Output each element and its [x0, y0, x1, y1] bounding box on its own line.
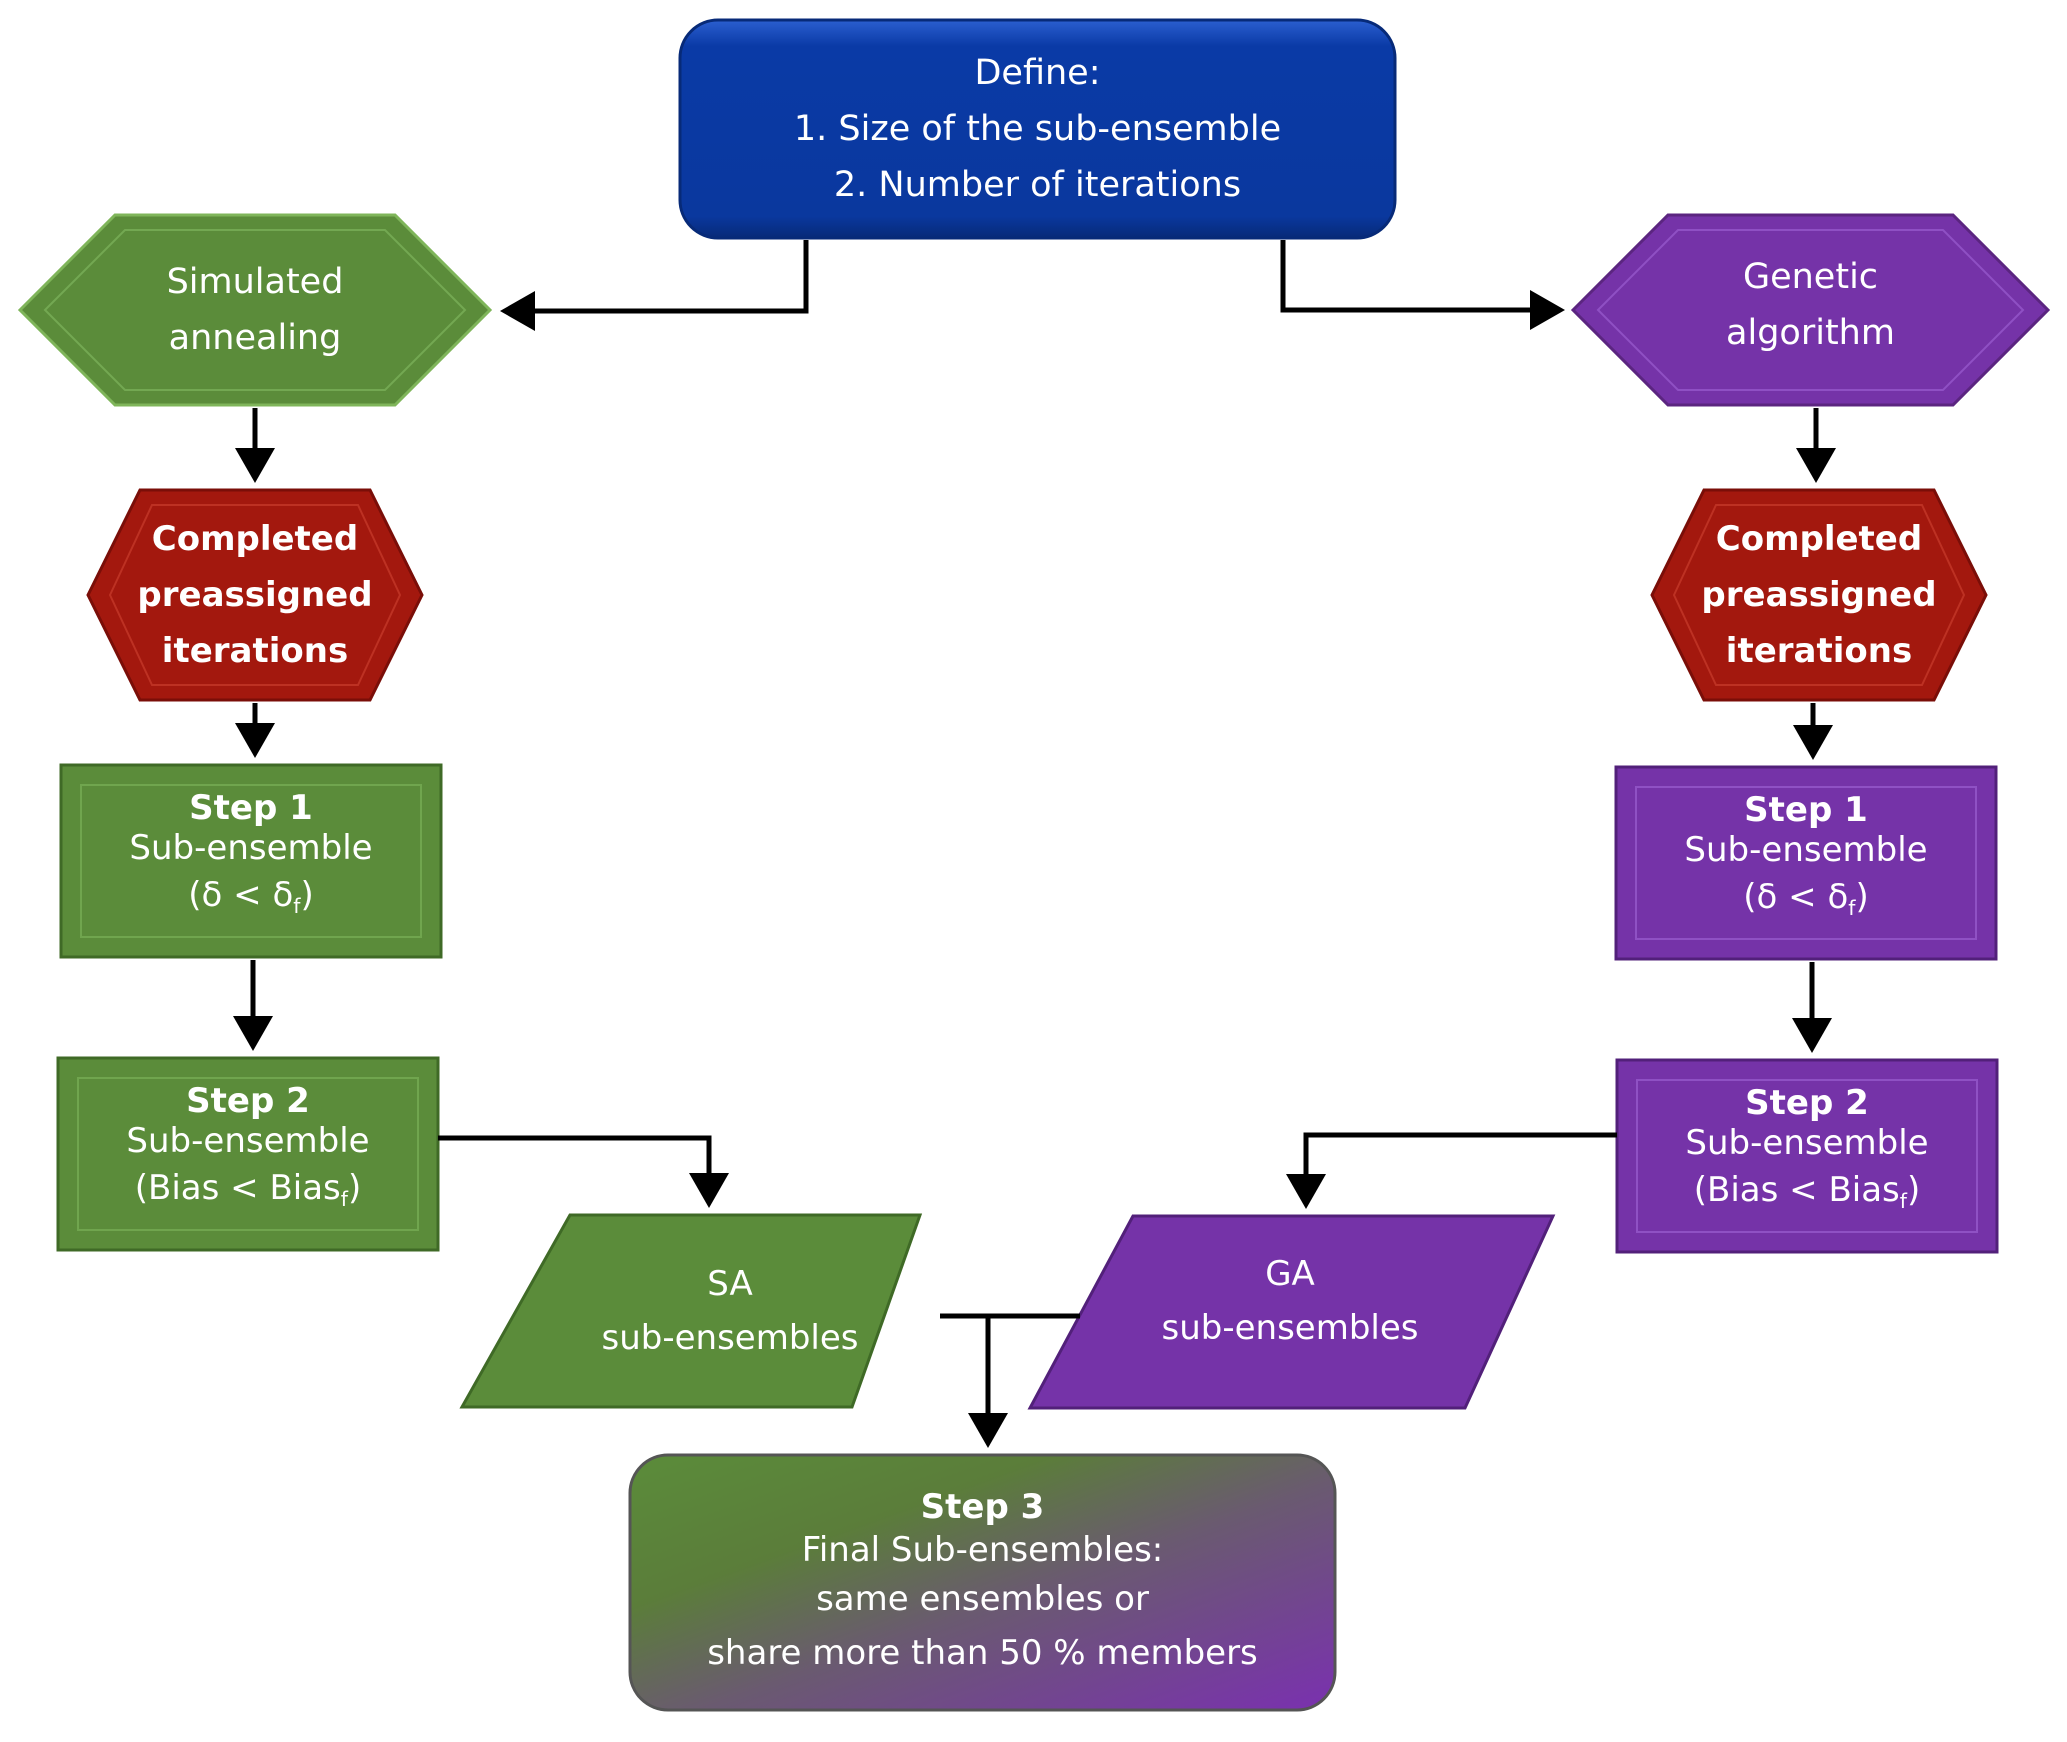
arrow-define-to-ga: [1280, 240, 1565, 330]
sa-step2-label: Step 2 Sub-ensemble (Bias < Biasf): [58, 1058, 438, 1250]
ga-step2-box: [1615, 1058, 1999, 1254]
arrow-define-to-sa: [500, 240, 809, 331]
sa-output-label: SA sub-ensembles: [601, 1264, 859, 1358]
final-step3-box: [628, 1453, 1337, 1712]
sa-step2-box: [56, 1056, 440, 1252]
sa-step2-condition: (Bias < Biasf): [134, 1168, 362, 1212]
sa-step1-condition: (δ < δf): [188, 875, 314, 919]
ga-completed-check-hexagon: [1650, 488, 1988, 702]
sa-output-parallelogram: [459, 1213, 923, 1409]
sa-check-label: Completed preassigned iterations: [137, 519, 373, 671]
final-label: Step 3 Final Sub-ensembles: same ensembl…: [707, 1486, 1258, 1673]
genetic-algorithm-hexagon: [1570, 213, 2051, 407]
define-label: Define: 1. Size of the sub-ensemble 2. N…: [680, 20, 1395, 238]
simulated-annealing-hexagon: [17, 213, 493, 407]
ga-output-parallelogram: [1027, 1214, 1556, 1410]
ga-step2-label: Step 2 Sub-ensemble (Bias < Biasf): [1617, 1060, 1997, 1252]
ga-step1-label: Step 1 Sub-ensemble (δ < δf): [1616, 767, 1996, 959]
sa-method-label: Simulated annealing: [166, 262, 344, 358]
arrow-sa-step2-to-output: [438, 1135, 729, 1208]
define-title: Define:: [974, 53, 1101, 93]
define-line-1: 1. Size of the sub-ensemble: [793, 109, 1282, 149]
arrow-ga-step2-to-output: [1286, 1132, 1617, 1209]
ga-step1-box: [1614, 765, 1998, 961]
ga-output-label: GA sub-ensembles: [1161, 1254, 1419, 1348]
sa-step1-label: Step 1 Sub-ensemble (δ < δf): [61, 765, 441, 957]
define-box: [678, 18, 1397, 240]
ga-check-label: Completed preassigned iterations: [1701, 519, 1937, 671]
sa-completed-check-hexagon: [86, 488, 424, 702]
ga-step1-condition: (δ < δf): [1743, 877, 1869, 921]
connectors: [233, 240, 1836, 1448]
sa-step1-box: [59, 763, 443, 959]
ga-method-label: Genetic algorithm: [1726, 257, 1895, 353]
ga-step2-condition: (Bias < Biasf): [1693, 1170, 1921, 1214]
define-line-2: 2. Number of iterations: [833, 165, 1242, 205]
